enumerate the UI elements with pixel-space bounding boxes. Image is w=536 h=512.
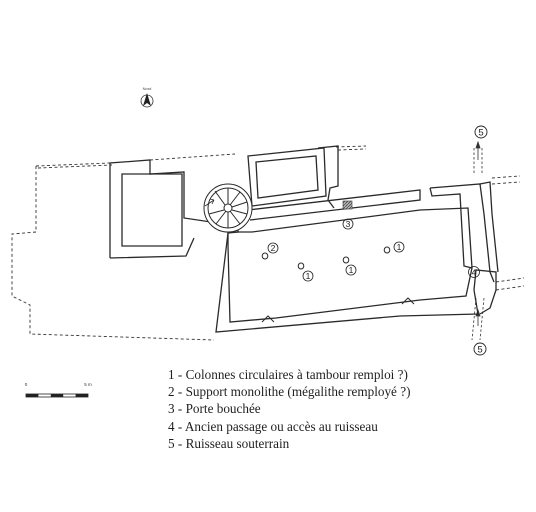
- scale-start-label: 0: [25, 382, 28, 387]
- svg-text:5: 5: [477, 345, 482, 356]
- scale-end-label: 5 m: [84, 382, 92, 387]
- legend: 1 - Colonnes circulaires à tambour rempl…: [168, 366, 410, 452]
- legend-item-1: 1 - Colonnes circulaires à tambour rempl…: [168, 367, 408, 382]
- columns: [261, 246, 391, 270]
- floor-plan: Nord: [11, 86, 525, 356]
- column: [261, 252, 269, 260]
- marker-5: 5: [474, 125, 488, 139]
- blocked-door: [342, 200, 353, 210]
- svg-text:4: 4: [472, 268, 477, 278]
- dashed-outline: [11, 145, 525, 341]
- marker-3: 3: [342, 218, 354, 230]
- column: [297, 262, 305, 270]
- spiral-staircase: [203, 183, 253, 233]
- column: [342, 256, 350, 264]
- north-label: Nord: [143, 86, 152, 91]
- svg-text:3: 3: [346, 219, 351, 229]
- marker-1: 1: [302, 270, 314, 282]
- scale-bar: 0 5 m: [25, 382, 92, 398]
- legend-item-3: 3 - Porte bouchée: [168, 401, 261, 417]
- legend-item-5: 5 - Ruisseau souterrain: [168, 435, 290, 451]
- column: [383, 246, 391, 254]
- svg-text:1: 1: [306, 271, 311, 281]
- svg-text:5: 5: [478, 128, 483, 139]
- wall-openings: [261, 297, 415, 323]
- walls: [109, 145, 499, 333]
- marker-4: 4: [468, 266, 480, 278]
- legend-item-4: 4 - Ancien passage ou accès au ruisseau: [168, 418, 378, 434]
- marker-1: 1: [393, 241, 405, 253]
- north-arrow-icon: Nord: [140, 86, 154, 108]
- marker-2: 2: [267, 242, 279, 254]
- marker-5: 5: [473, 342, 487, 356]
- marker-1: 1: [345, 264, 357, 276]
- flow-arrow-icon: [475, 140, 481, 326]
- svg-text:2: 2: [271, 243, 276, 253]
- svg-text:1: 1: [349, 265, 354, 275]
- legend-item-2: 2 - Support monolithe (mégalithe remploy…: [168, 384, 411, 400]
- svg-text:1: 1: [397, 242, 402, 252]
